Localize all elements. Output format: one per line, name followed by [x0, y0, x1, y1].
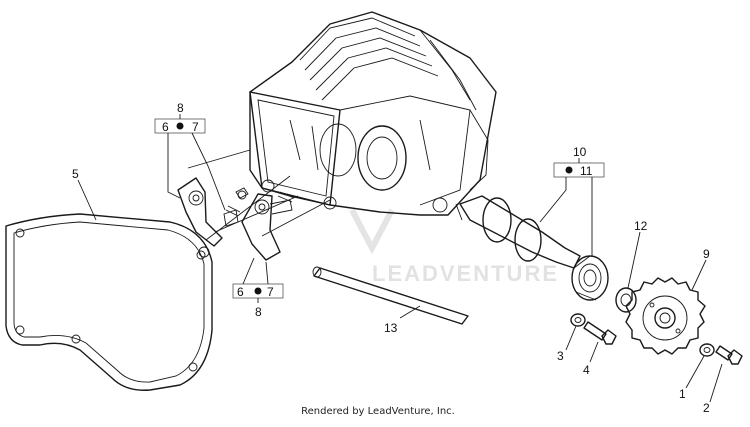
leader-lines [77, 114, 723, 403]
callout-9: 9 [703, 247, 710, 261]
callout-10: 10 [573, 145, 587, 159]
watermark-text: LEADVENTURE [372, 261, 559, 286]
part-rocker-hardware[interactable] [225, 187, 295, 217]
watermark: LEADVENTURE [349, 208, 559, 286]
part-washer-1[interactable] [699, 343, 715, 357]
callout-8-bottom: 8 [255, 305, 262, 319]
reference-dot [254, 287, 262, 295]
part-sprocket[interactable] [625, 277, 706, 355]
part-camshaft[interactable] [455, 195, 581, 269]
assembly-lines [187, 149, 331, 241]
callout-6-bottom: 6 [237, 285, 244, 299]
callout-1: 1 [679, 387, 686, 401]
callout-11: 11 [580, 164, 593, 178]
callout-4: 4 [583, 363, 590, 377]
callout-2: 2 [703, 401, 710, 415]
part-rocker-arm-a[interactable] [177, 177, 239, 258]
callout-8-top: 8 [177, 101, 184, 115]
reference-dot [565, 166, 573, 174]
callout-7-top: 7 [192, 120, 199, 134]
part-bolt-4[interactable] [583, 321, 617, 345]
reference-dot [176, 122, 184, 130]
part-bearing[interactable] [571, 255, 609, 301]
part-washer-3[interactable] [570, 313, 586, 327]
part-rocker-arm-b[interactable] [237, 190, 293, 261]
callout-box-right [553, 162, 605, 178]
callout-13: 13 [384, 321, 398, 335]
part-bolt-2[interactable] [715, 345, 743, 365]
callout-5: 5 [72, 167, 79, 181]
footer-credit: Rendered by LeadVenture, Inc. [301, 406, 455, 417]
cylinder-head[interactable] [249, 11, 497, 216]
callout-7-bottom: 7 [267, 285, 274, 299]
callout-6-top: 6 [162, 120, 169, 134]
part-gasket[interactable] [5, 213, 213, 391]
callout-3: 3 [557, 349, 564, 363]
part-shaft-pin[interactable] [312, 266, 469, 325]
callout-12: 12 [634, 219, 648, 233]
